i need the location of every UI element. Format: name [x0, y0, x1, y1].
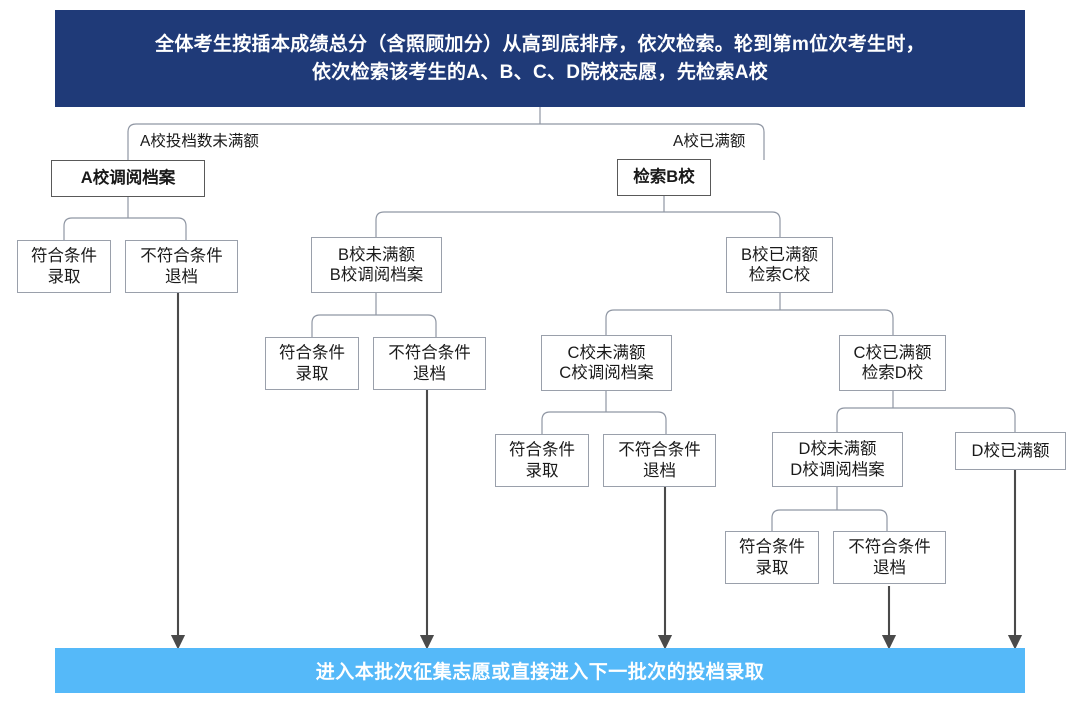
node-d-not-full-line1: D校未满额	[798, 440, 877, 459]
node-c-full-line2: 检索D校	[861, 364, 924, 382]
node-c-pass-line2: 录取	[525, 461, 559, 480]
header-banner-line2: 依次检索该考生的A、B、C、D院校志愿，先检索A校	[311, 61, 769, 83]
node-b-not-full[interactable]: B校未满额 B校调阅档案	[311, 237, 442, 293]
node-d-full[interactable]: D校已满额	[955, 432, 1066, 470]
node-b-pass[interactable]: 符合条件 录取	[265, 337, 359, 390]
node-b-full-line2: 检索C校	[748, 266, 811, 284]
header-banner: 全体考生按插本成绩总分（含照顾加分）从高到底排序，依次检索。轮到第m位次考生时，…	[55, 10, 1025, 107]
node-b-fail-line1: 不符合条件	[388, 344, 471, 363]
node-a-review[interactable]: A校调阅档案	[51, 160, 205, 197]
node-d-fail[interactable]: 不符合条件 退档	[833, 531, 946, 584]
node-c-fail-line2: 退档	[643, 461, 676, 480]
node-b-not-full-line1: B校未满额	[337, 245, 415, 264]
node-b-fail[interactable]: 不符合条件 退档	[373, 337, 486, 390]
edge-label-a-not-full: A校投档数未满额	[140, 133, 259, 150]
node-b-search-line1: 检索B校	[633, 168, 695, 187]
node-a-pass[interactable]: 符合条件 录取	[17, 240, 111, 293]
node-b-search[interactable]: 检索B校	[617, 159, 711, 196]
node-d-fail-line1: 不符合条件	[848, 538, 931, 557]
node-a-fail-line1: 不符合条件	[140, 247, 223, 266]
node-d-pass-line1: 符合条件	[739, 538, 805, 557]
node-a-fail-line2: 退档	[165, 267, 198, 286]
node-c-fail-line1: 不符合条件	[618, 441, 701, 460]
node-c-full[interactable]: C校已满额 检索D校	[839, 335, 946, 391]
node-c-not-full-line2: C校调阅档案	[559, 364, 654, 382]
node-d-full-line1: D校已满额	[971, 441, 1050, 460]
node-a-pass-line2: 录取	[47, 267, 81, 286]
node-c-pass[interactable]: 符合条件 录取	[495, 434, 589, 487]
node-a-fail[interactable]: 不符合条件 退档	[125, 240, 238, 293]
node-c-full-line1: C校已满额	[853, 343, 932, 362]
node-c-not-full[interactable]: C校未满额 C校调阅档案	[541, 335, 672, 391]
node-d-not-full-line2: D校调阅档案	[790, 460, 885, 479]
node-b-full[interactable]: B校已满额 检索C校	[726, 237, 833, 293]
node-c-not-full-line1: C校未满额	[567, 343, 646, 362]
node-c-fail[interactable]: 不符合条件 退档	[603, 434, 716, 487]
node-a-pass-line1: 符合条件	[31, 247, 97, 266]
node-c-pass-line1: 符合条件	[509, 441, 575, 460]
node-d-pass-line2: 录取	[755, 558, 789, 577]
node-b-full-line1: B校已满额	[740, 245, 818, 264]
node-d-not-full[interactable]: D校未满额 D校调阅档案	[772, 432, 903, 487]
footer-banner: 进入本批次征集志愿或直接进入下一批次的投档录取	[55, 648, 1025, 693]
footer-banner-text: 进入本批次征集志愿或直接进入下一批次的投档录取	[315, 662, 765, 683]
node-b-pass-line1: 符合条件	[279, 344, 345, 363]
node-b-not-full-line2: B校调阅档案	[329, 266, 424, 284]
node-a-review-line1: A校调阅档案	[80, 169, 176, 188]
edge-label-a-full: A校已满额	[673, 133, 746, 150]
node-d-pass[interactable]: 符合条件 录取	[725, 531, 819, 584]
header-banner-line1: 全体考生按插本成绩总分（含照顾加分）从高到底排序，依次检索。轮到第m位次考生时，	[155, 33, 925, 55]
node-d-fail-line2: 退档	[873, 558, 906, 577]
node-b-pass-line2: 录取	[295, 364, 329, 383]
node-b-fail-line2: 退档	[413, 364, 446, 383]
